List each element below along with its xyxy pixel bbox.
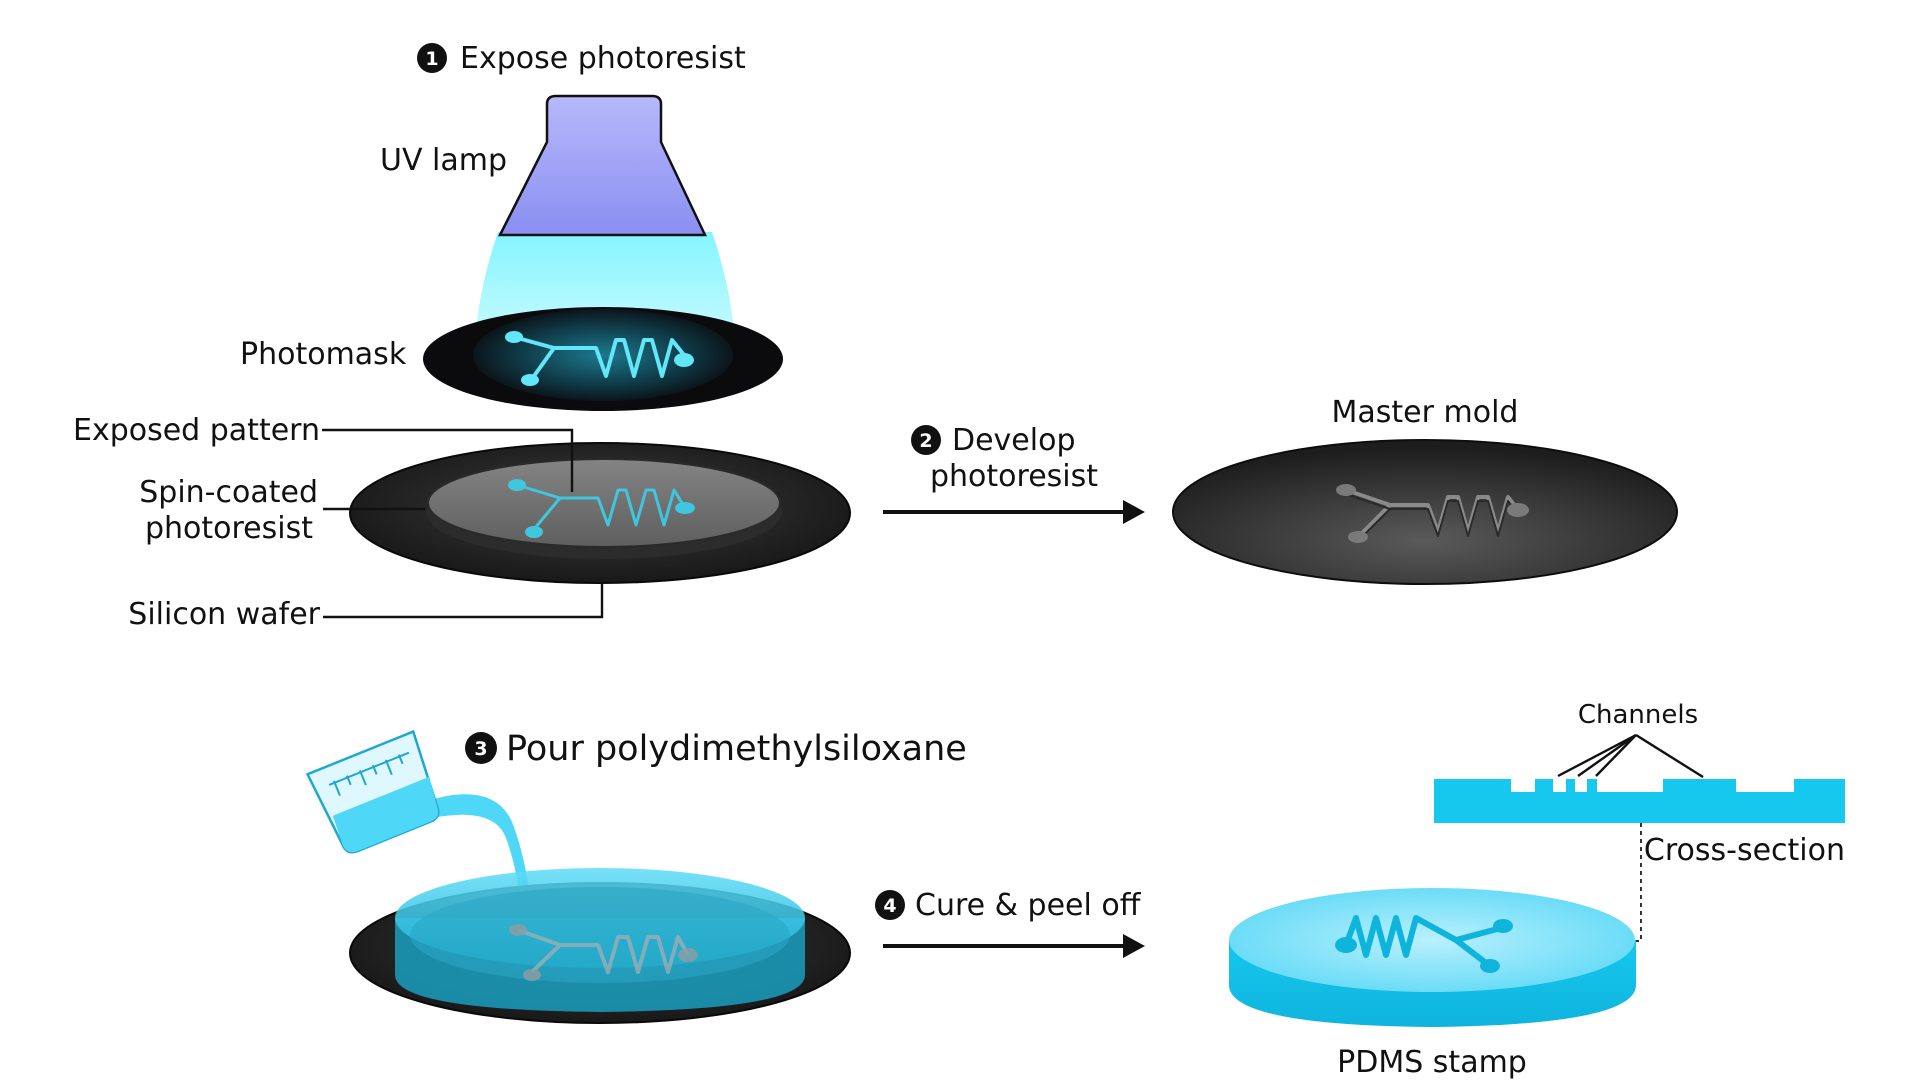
pdms-stamp-label: PDMS stamp	[1337, 1045, 1527, 1080]
pdms-pour-stream	[430, 794, 528, 885]
step-2-number: 2	[919, 430, 932, 452]
step-1-label: Expose photoresist	[460, 41, 746, 76]
step-2-arrowhead	[1123, 500, 1145, 524]
step-1-title: 1 Expose photoresist	[417, 41, 746, 76]
pdms-stamp-reservoirs	[1335, 919, 1513, 973]
cross-section-label: Cross-section	[1644, 833, 1845, 868]
step-1-number: 1	[425, 48, 438, 70]
spin-coated-photoresist	[427, 458, 781, 548]
photomask-channel-pattern	[513, 335, 690, 378]
pdms-layer-inner	[410, 887, 790, 983]
master-mold-raised-pattern	[1345, 488, 1520, 537]
step-3-label: Pour polydimethylsiloxane	[506, 729, 967, 769]
step-2-label-line1: Develop	[952, 423, 1076, 458]
uv-lamp-label: UV lamp	[380, 143, 507, 178]
step-4-label: Cure & peel off	[915, 888, 1142, 923]
silicon-wafer-leader	[323, 583, 604, 619]
channels-leaders	[1557, 733, 1704, 779]
uv-lamp-icon	[497, 94, 707, 237]
exposed-pattern-label: Exposed pattern	[73, 413, 320, 448]
exposed-pattern-reservoirs	[508, 479, 695, 538]
master-mold-posts	[1336, 484, 1529, 543]
step-2-label-line2: photoresist	[930, 459, 1098, 494]
master-mold-raised-shadow	[1345, 493, 1519, 540]
silicon-wafer-label: Silicon wafer	[128, 597, 320, 632]
step-1-marker-icon	[417, 43, 447, 73]
step-3-number: 3	[474, 738, 487, 760]
pour-mold-pattern	[517, 928, 690, 974]
step-4-arrowhead	[1123, 934, 1145, 958]
exposed-pattern-leader	[322, 428, 574, 492]
beaker-icon	[305, 729, 440, 854]
step-4-number: 4	[883, 895, 896, 917]
exposed-pattern-on-resist	[516, 483, 687, 529]
cross-section-profile	[1434, 779, 1845, 823]
spin-coated-label-line1: Spin-coated	[139, 475, 318, 510]
pour-mold-posts	[509, 924, 698, 981]
master-mold-disc	[1172, 439, 1678, 585]
step-2-marker-icon	[911, 425, 941, 455]
photomask-label: Photomask	[240, 337, 407, 372]
master-mold-label: Master mold	[1332, 395, 1519, 430]
pdms-stamp-channels	[1343, 915, 1502, 966]
photomask-exposed-area	[473, 309, 733, 401]
step-4-title: 4 Cure & peel off	[875, 888, 1142, 923]
channels-label: Channels	[1578, 700, 1698, 730]
step-3-marker-icon	[465, 732, 497, 764]
pdms-stamp-top	[1229, 888, 1635, 992]
step-3-title: 3 Pour polydimethylsiloxane	[465, 729, 967, 769]
photomask-reservoirs	[505, 331, 694, 386]
spin-coated-label-line2: photoresist	[145, 511, 313, 546]
step-2-title: 2 Develop photoresist	[911, 423, 1098, 494]
step-4-marker-icon	[875, 890, 905, 920]
